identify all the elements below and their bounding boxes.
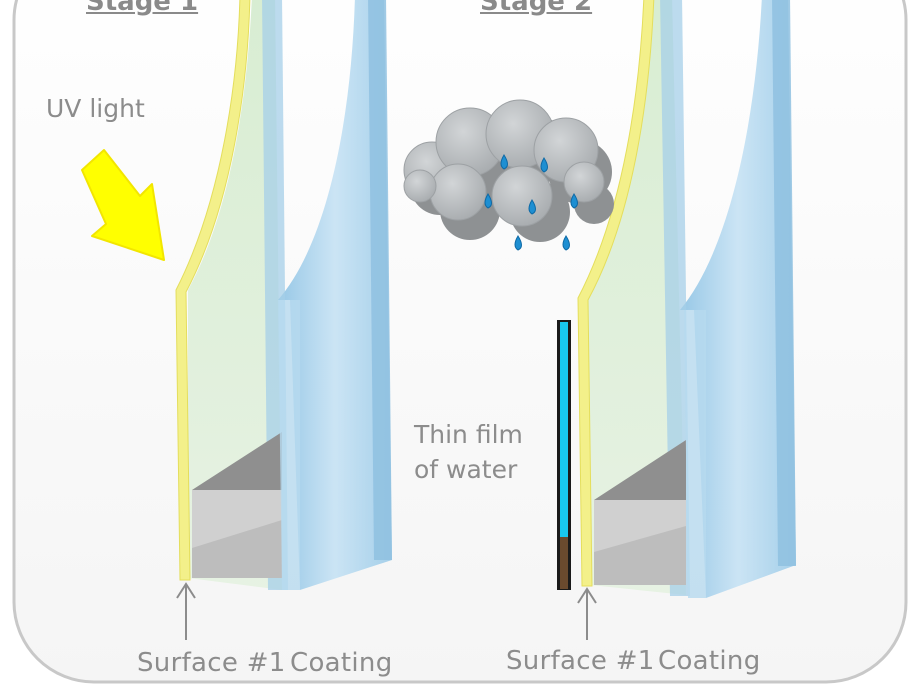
surface-label-stage-1: Surface #1 — [137, 648, 286, 678]
pointer-arrow-icon — [577, 587, 597, 640]
raindrop-icon — [570, 193, 578, 209]
raindrop-icon — [500, 154, 508, 170]
stage-1-title: Stage 1 — [86, 0, 199, 17]
surface-label-stage-2: Surface #1 — [506, 646, 655, 676]
uv-arrow-icon — [81, 149, 165, 261]
glass-unit-stage-1 — [175, 0, 392, 590]
uv-light-label: UV light — [46, 94, 145, 123]
glass-unit-stage-2 — [577, 0, 796, 598]
coating-label-stage-1: Coating — [290, 648, 393, 678]
film-label-line-1: Thin film — [414, 420, 523, 449]
raindrops — [484, 154, 578, 251]
raindrop-icon — [484, 193, 492, 209]
stage-2-title: Stage 2 — [480, 0, 593, 17]
film-label-line-2: of water — [414, 455, 518, 484]
raindrop-icon — [514, 235, 522, 251]
pointer-arrow-icon — [176, 582, 196, 640]
rain-cloud-icon — [403, 99, 614, 242]
water-film-bar — [557, 320, 571, 590]
coating-label-stage-2: Coating — [658, 646, 761, 676]
raindrop-icon — [528, 199, 536, 215]
raindrop-icon — [540, 157, 548, 173]
raindrop-icon — [562, 235, 570, 251]
